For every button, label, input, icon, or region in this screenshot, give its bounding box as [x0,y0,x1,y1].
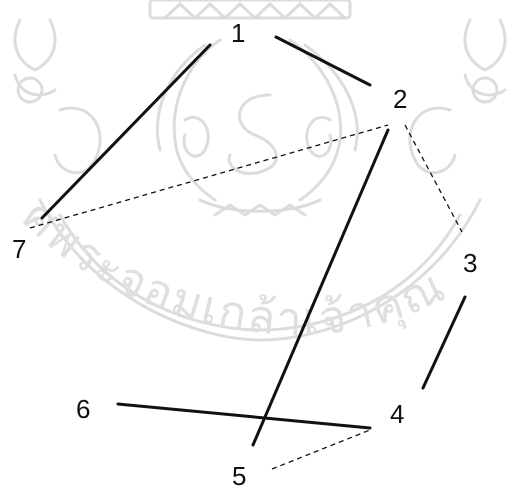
node-label-2: 2 [393,84,407,114]
node-label-6: 6 [76,394,90,424]
edge-1-7 [42,45,210,218]
node-label-4: 4 [390,399,404,429]
edge-5-4 [272,430,370,469]
node-label-3: 3 [463,248,477,278]
edge-1-2 [276,37,370,85]
edge-6-4 [118,404,370,428]
edge-2-3 [405,125,462,232]
node-label-1: 1 [231,18,245,48]
seal-text: ศพระจอมเกล้าเจ้าคุณ [12,189,453,347]
node-label-7: 7 [12,234,26,264]
node-label-5: 5 [232,461,246,491]
